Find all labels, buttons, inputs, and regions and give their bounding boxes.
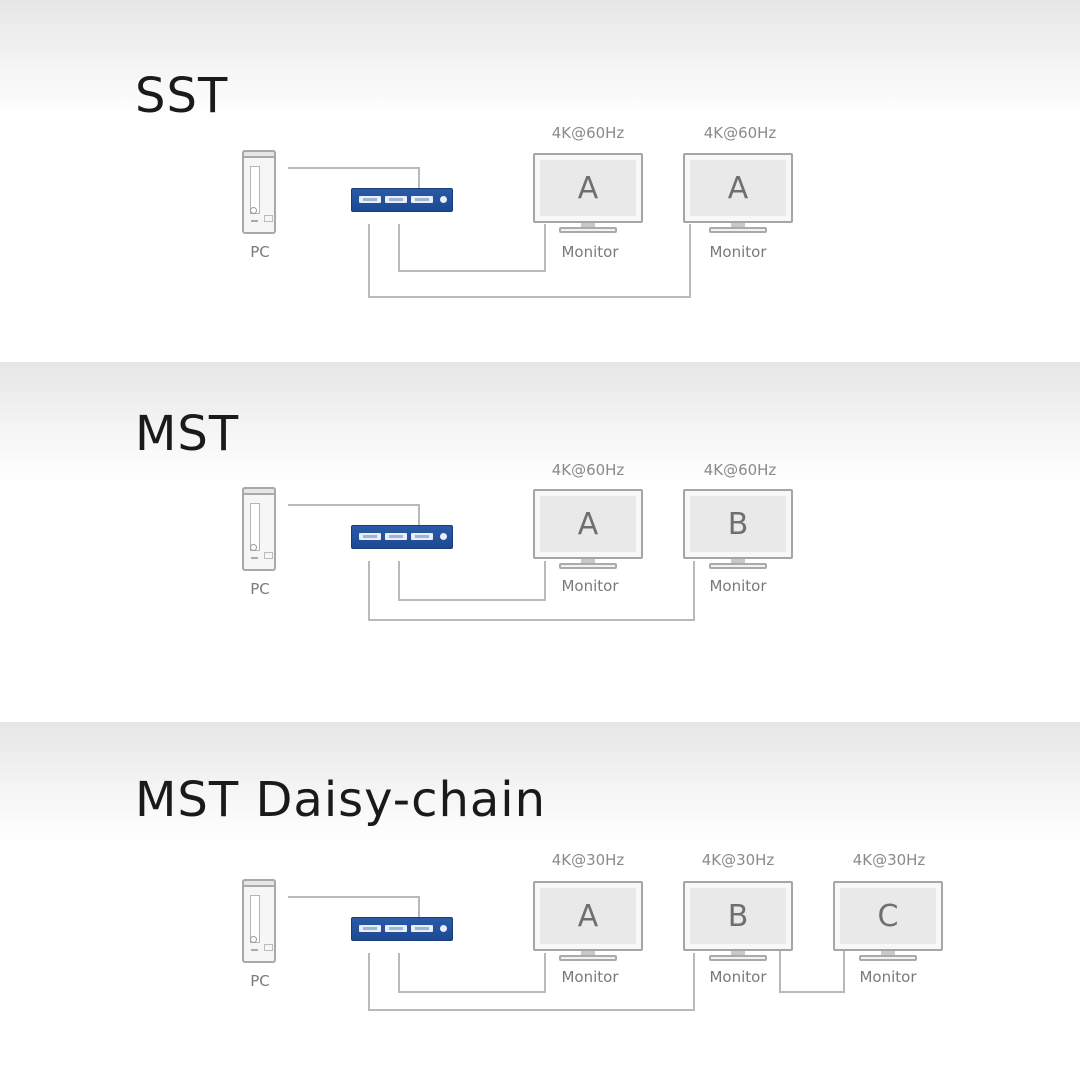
cable-pc-to-hub [288,896,420,918]
monitor-letter: A [540,160,636,216]
cable-hub-to-monitor-a [398,561,546,601]
monitor-resolution: 4K@30Hz [701,851,775,869]
cable-hub-to-monitor-a [398,953,546,993]
pc-label: PC [250,972,270,990]
monitor-icon: B [683,489,793,584]
displayport-hub-icon [351,525,453,549]
monitor-letter: A [540,496,636,552]
pc-label: PC [250,580,270,598]
monitor-letter: B [690,496,786,552]
displayport-hub-icon [351,188,453,212]
monitor-label: Monitor [561,968,619,986]
monitor-icon: A [533,489,643,584]
cable-hub-to-monitor-a [398,224,546,272]
cable-hub-to-monitor-b [368,561,695,621]
diagram-sst: PC 4K@60Hz A Monitor 4K@60Hz A Monitor [0,124,1080,350]
monitor-label: Monitor [561,243,619,261]
monitor-resolution: 4K@30Hz [551,851,625,869]
pc-tower-icon [242,879,276,963]
cable-monitor-b-to-c [779,951,845,993]
monitor-icon: A [683,153,793,248]
pc-tower-icon [242,487,276,571]
monitor-letter: A [690,160,786,216]
section-title-mst: MST [135,406,240,462]
cable-hub-to-monitor-2 [368,224,691,298]
monitor-icon: B [683,881,793,976]
pc-tower-icon [242,150,276,234]
monitor-label: Monitor [709,968,767,986]
cable-pc-to-hub [288,167,420,189]
monitor-resolution: 4K@60Hz [703,461,777,479]
monitor-resolution: 4K@30Hz [852,851,926,869]
monitor-icon: A [533,153,643,248]
diagram-mst: PC 4K@60Hz A Monitor 4K@60Hz B Monitor [0,461,1080,687]
section-title-mst-daisy-chain: MST Daisy-chain [135,772,547,828]
monitor-resolution: 4K@60Hz [703,124,777,142]
monitor-letter: C [840,888,936,944]
monitor-icon: A [533,881,643,976]
pc-label: PC [250,243,270,261]
monitor-resolution: 4K@60Hz [551,124,625,142]
monitor-label: Monitor [709,577,767,595]
monitor-label: Monitor [561,577,619,595]
monitor-letter: B [690,888,786,944]
section-band-mst-daisy-chain [0,722,1080,882]
monitor-label: Monitor [859,968,917,986]
monitor-label: Monitor [709,243,767,261]
section-band-sst [0,0,1080,160]
cable-hub-to-monitor-b [368,953,695,1011]
displayport-hub-icon [351,917,453,941]
monitor-letter: A [540,888,636,944]
section-title-sst: SST [135,68,229,124]
diagram-mst-daisy-chain: PC 4K@30Hz A Monitor 4K@30Hz B Monitor 4… [0,851,1080,1079]
monitor-icon: C [833,881,943,976]
monitor-resolution: 4K@60Hz [551,461,625,479]
cable-pc-to-hub [288,504,420,526]
